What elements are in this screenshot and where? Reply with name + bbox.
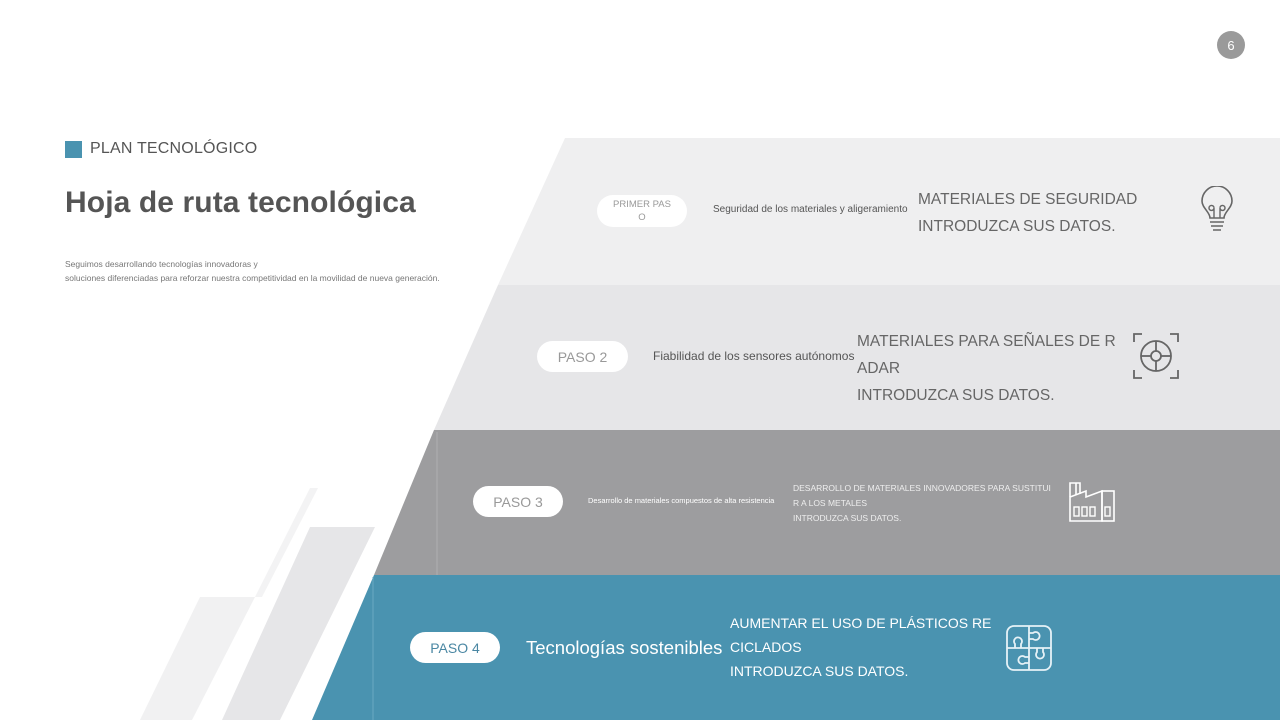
step-1-pill-line1: PRIMER PAS bbox=[613, 199, 671, 210]
page-description: Seguimos desarrollando tecnologías innov… bbox=[65, 257, 440, 285]
step-1-desc-line1: MATERIALES DE SEGURIDAD bbox=[918, 191, 1138, 208]
puzzle-icon bbox=[1006, 625, 1052, 671]
step-3-desc-line3: INTRODUZCA SUS DATOS. bbox=[793, 513, 902, 523]
description-line-1: Seguimos desarrollando tecnologías innov… bbox=[65, 259, 258, 269]
factory-icon bbox=[1069, 482, 1115, 522]
step-1-pill-line2: O bbox=[638, 212, 646, 223]
step-3-title: Desarrollo de materiales compuestos de a… bbox=[588, 496, 775, 505]
step-3-description: DESARROLLO DE MATERIALES INNOVADORES PAR… bbox=[793, 481, 1051, 526]
step-2-description: MATERIALES PARA SEÑALES DE R ADAR INTROD… bbox=[857, 328, 1116, 409]
step-2-desc-line2: ADAR bbox=[857, 360, 901, 377]
step-1-title: Seguridad de los materiales y aligeramie… bbox=[713, 204, 908, 215]
step-2-desc-line1: MATERIALES PARA SEÑALES DE R bbox=[857, 333, 1116, 350]
section-marker-square bbox=[65, 140, 82, 158]
description-line-2: soluciones diferenciadas para reforzar n… bbox=[65, 273, 440, 283]
lightbulb-icon bbox=[1201, 186, 1233, 231]
step-2-title: Fiabilidad de los sensores autónomos bbox=[653, 349, 855, 363]
page-title: Hoja de ruta tecnológica bbox=[65, 186, 416, 219]
step-4-desc-line3: INTRODUZCA SUS DATOS. bbox=[730, 663, 909, 679]
step-3-pill: PASO 3 bbox=[473, 486, 563, 517]
step-4-title: Tecnologías sostenibles bbox=[526, 637, 723, 658]
step-1-description: MATERIALES DE SEGURIDAD INTRODUZCA SUS D… bbox=[918, 186, 1137, 240]
section-tag: PLAN TECNOLÓGICO bbox=[65, 140, 257, 158]
page-number-badge: 6 bbox=[1217, 31, 1245, 59]
step-1-desc-line2: INTRODUZCA SUS DATOS. bbox=[918, 218, 1116, 235]
step-3-desc-line1: DESARROLLO DE MATERIALES INNOVADORES PAR… bbox=[793, 483, 1051, 493]
step-4-description: AUMENTAR EL USO DE PLÁSTICOS RE CICLADOS… bbox=[730, 611, 991, 683]
step-4-pill: PASO 4 bbox=[410, 632, 500, 663]
step-1-pill: PRIMER PAS O bbox=[597, 195, 687, 227]
step-3-desc-line2: R A LOS METALES bbox=[793, 498, 868, 508]
step-2-pill: PASO 2 bbox=[537, 341, 628, 372]
step-4-desc-line1: AUMENTAR EL USO DE PLÁSTICOS RE bbox=[730, 615, 992, 631]
section-label: PLAN TECNOLÓGICO bbox=[90, 140, 258, 157]
step-2-desc-line3: INTRODUZCA SUS DATOS. bbox=[857, 387, 1055, 404]
radar-target-icon bbox=[1133, 333, 1179, 379]
step-4-desc-line2: CICLADOS bbox=[730, 639, 802, 655]
